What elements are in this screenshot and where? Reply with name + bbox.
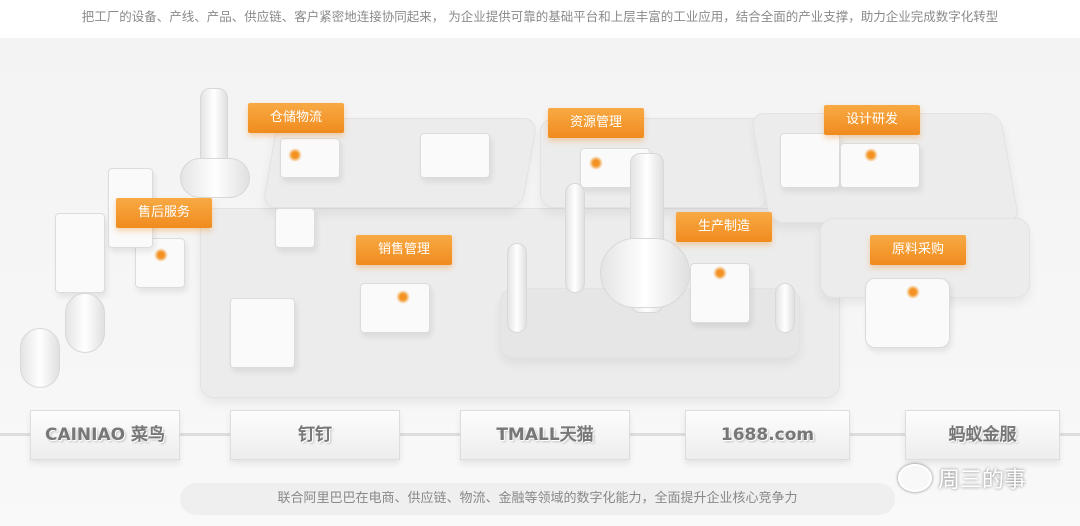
module-marker-icon <box>906 285 920 299</box>
module-marker-icon <box>396 290 410 304</box>
module-marker-icon <box>154 248 168 262</box>
module-tag-design-rnd[interactable]: 设计研发 <box>824 105 921 135</box>
module-tag-manufacturing[interactable]: 生产制造 <box>676 212 773 242</box>
partner-1688[interactable]: 1688.com <box>685 410 850 460</box>
module-marker-icon <box>713 266 727 280</box>
partner-tmall[interactable]: TMALL天猫 <box>460 410 630 460</box>
partner-ant-financial[interactable]: 蚂蚁金服 <box>905 410 1060 460</box>
module-tag-procurement[interactable]: 原料采购 <box>870 235 967 265</box>
header-description: 把工厂的设备、产线、产品、供应链、客户紧密地连接协同起来， 为企业提供可靠的基础… <box>0 0 1080 38</box>
module-marker-icon <box>864 148 878 162</box>
wechat-icon <box>898 464 932 492</box>
partner-dingtalk[interactable]: 钉钉 <box>230 410 400 460</box>
footer-description: 联合阿里巴巴在电商、供应链、物流、金融等领域的数字化能力，全面提升企业核心竞争力 <box>180 483 895 515</box>
partner-cainiao[interactable]: CAINIAO 菜鸟 <box>30 410 180 460</box>
watermark-text: 周三的事 <box>938 468 1027 493</box>
module-marker-icon <box>589 156 603 170</box>
module-marker-icon <box>288 148 302 162</box>
module-tag-after-sales[interactable]: 售后服务 <box>116 198 213 228</box>
watermark: 周三的事 <box>898 462 1026 494</box>
module-tag-resource-management[interactable]: 资源管理 <box>548 108 645 138</box>
module-tag-sales-management[interactable]: 销售管理 <box>356 235 453 265</box>
module-tag-warehouse-logistics[interactable]: 仓储物流 <box>248 103 345 133</box>
